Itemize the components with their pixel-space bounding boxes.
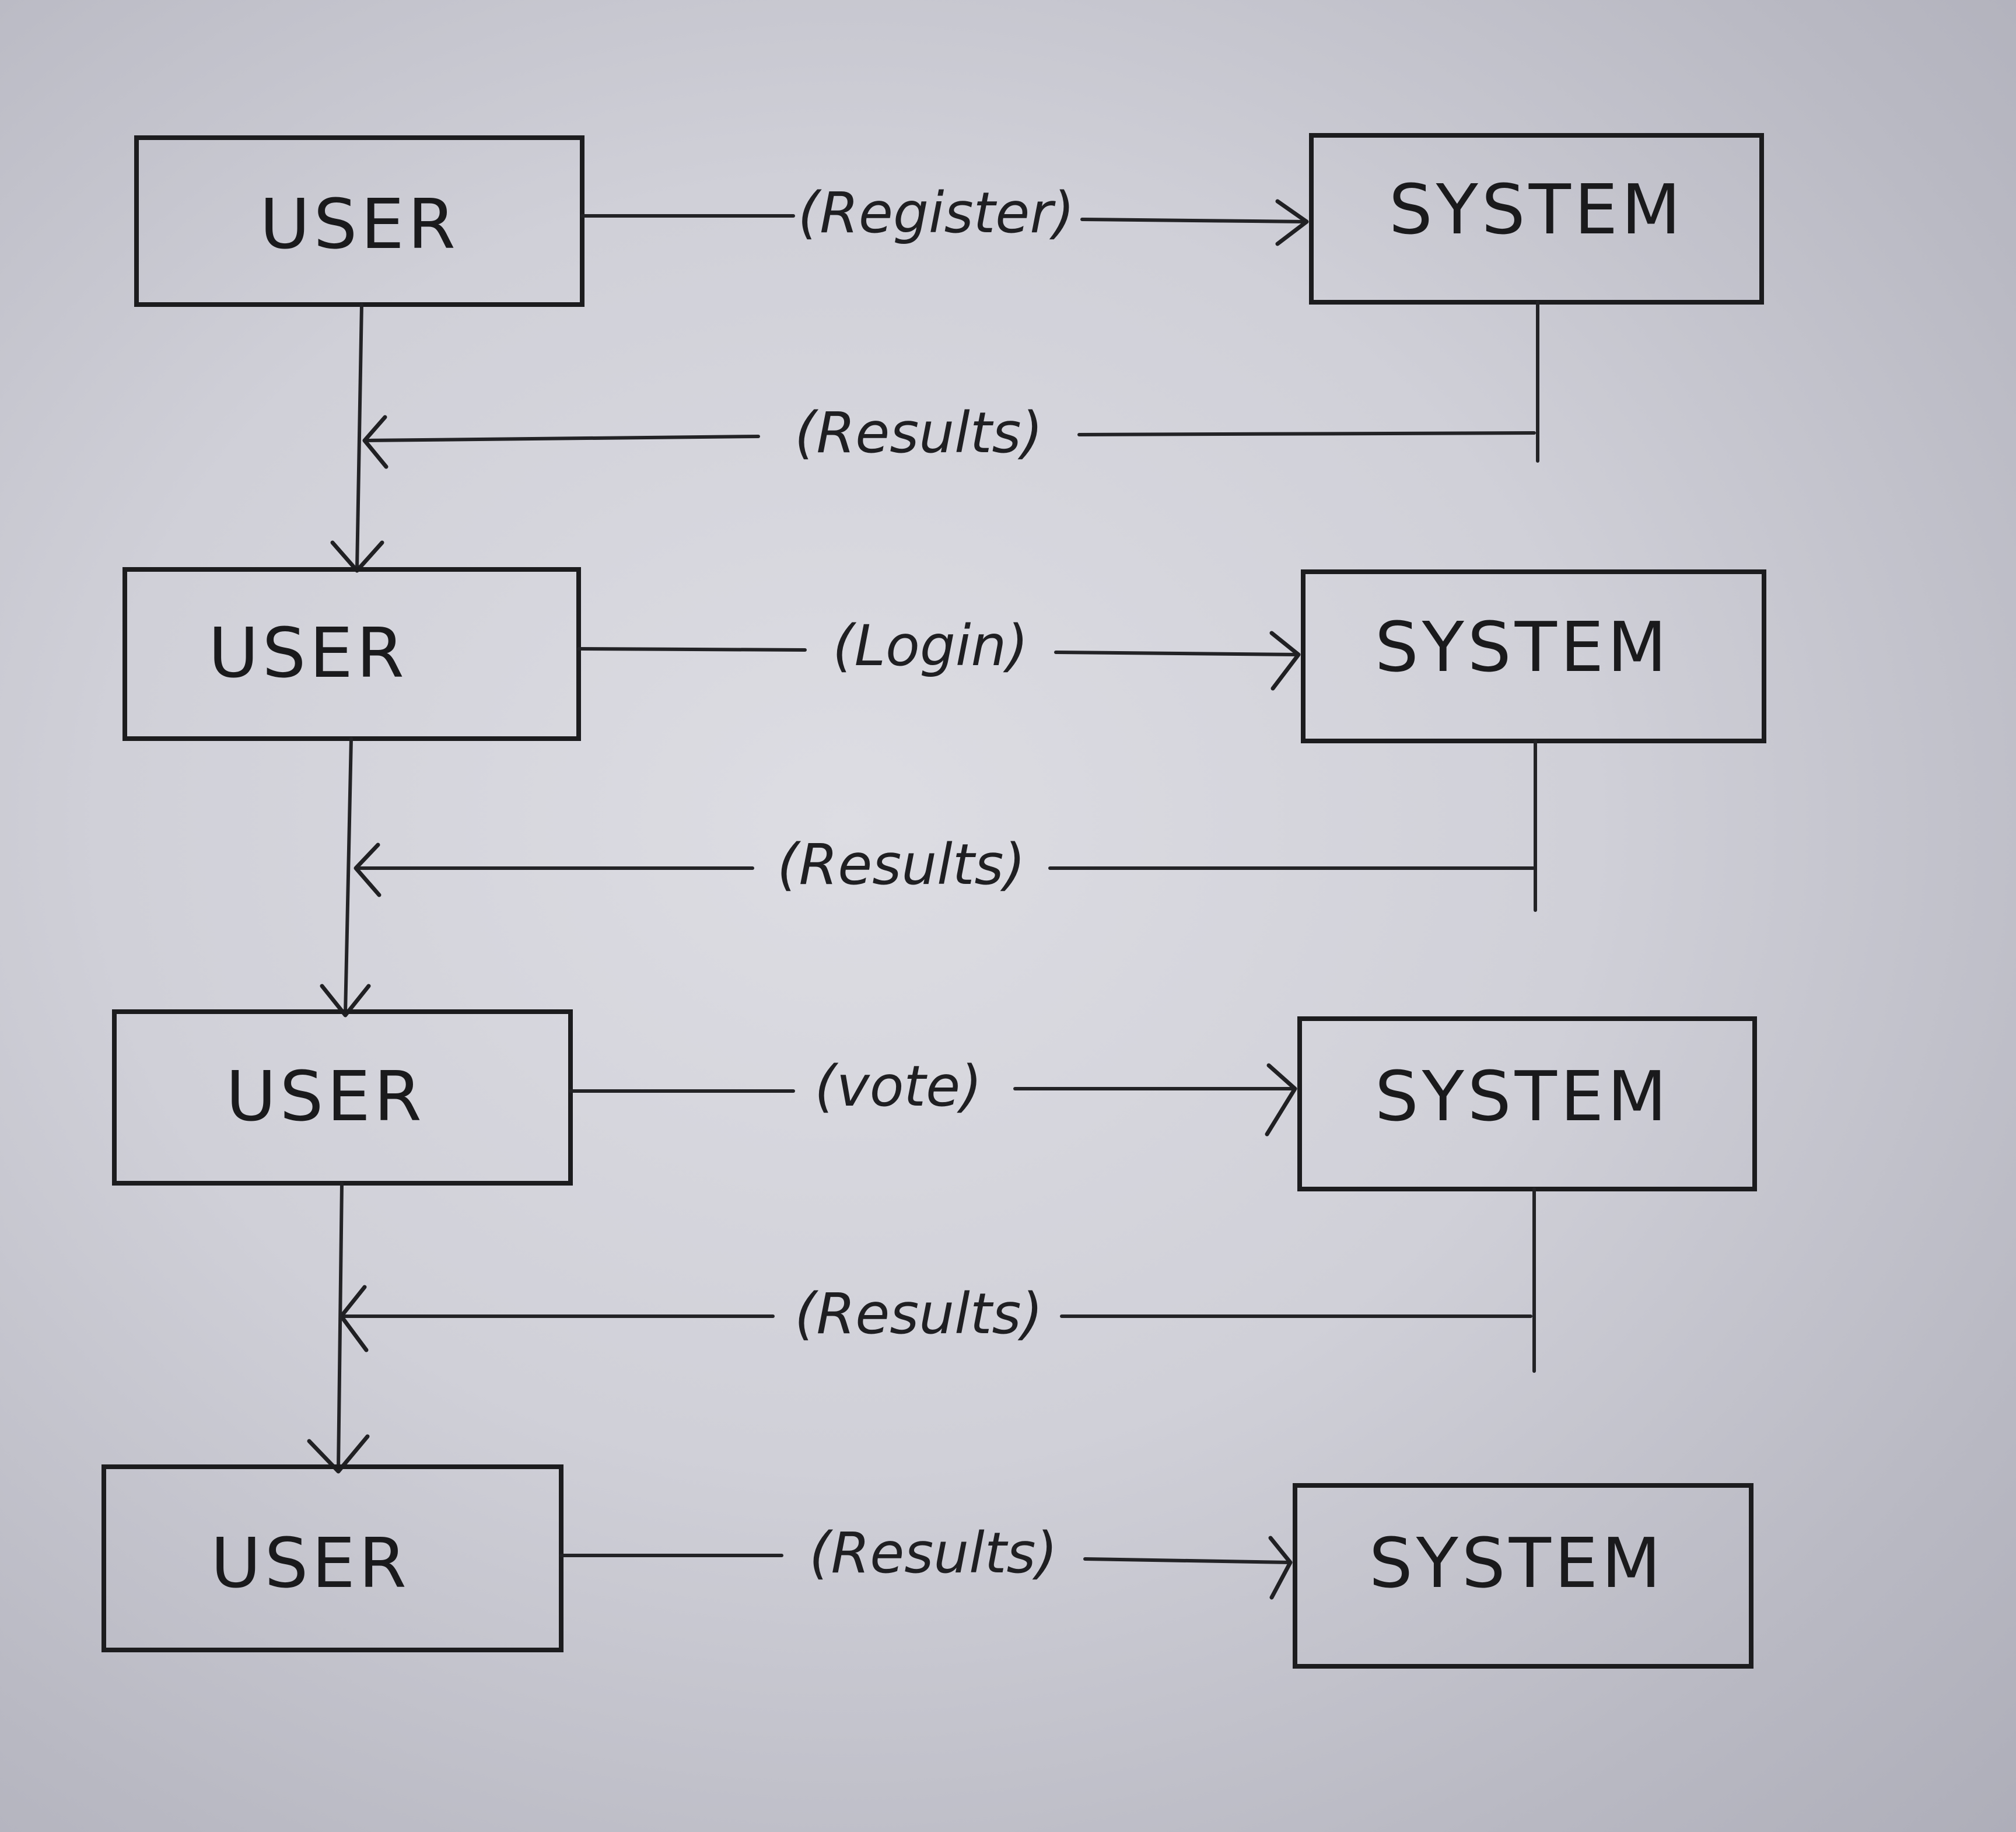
user-label-4: USER (211, 1523, 410, 1603)
response-label-3: (Results) (794, 1281, 1043, 1347)
request-arrowhead-1 (1275, 199, 1309, 246)
response-arrow-line-1 (1077, 431, 1536, 436)
down-arrow-line-3 (337, 1181, 344, 1471)
row-2: USER SYSTEM (Login) (Results) (123, 567, 1766, 1018)
request-arrowhead-3 (1265, 1063, 1297, 1137)
row-4: USER SYSTEM (Results) (102, 1464, 1754, 1669)
down-arrowhead-3 (307, 1434, 370, 1474)
system-label-2: SYSTEM (1375, 607, 1670, 687)
response-arrowhead-3 (339, 1285, 369, 1352)
request-label-1: (Register) (798, 180, 1074, 246)
request-arrow-line-2 (577, 647, 807, 652)
down-arrowhead-2 (320, 984, 371, 1018)
request-arrow-line-2b (1054, 651, 1300, 656)
response-label-1: (Results) (794, 400, 1043, 466)
user-label-1: USER (260, 184, 459, 264)
down-arrow-line-1 (355, 303, 363, 571)
system-box-3 (1297, 1016, 1757, 1191)
request-arrow-line-4b (1083, 1557, 1292, 1564)
system-label-3: SYSTEM (1375, 1056, 1670, 1137)
request-arrow-line-1b (1080, 218, 1307, 223)
down-arrow-line-2 (344, 737, 353, 1016)
user-label-2: USER (208, 613, 408, 693)
system-label-4: SYSTEM (1369, 1523, 1664, 1603)
user-box-4 (102, 1464, 564, 1652)
request-label-3: (vote) (814, 1054, 982, 1119)
user-label-3: USER (226, 1056, 425, 1137)
system-box-4 (1293, 1483, 1754, 1669)
system-label-1: SYSTEM (1389, 169, 1684, 250)
request-arrowhead-4 (1268, 1536, 1293, 1600)
response-label-2: (Results) (777, 832, 1026, 897)
response-arrowhead-1 (362, 415, 388, 469)
request-label-2: (Login) (832, 613, 1028, 679)
row-1: USER SYSTEM (Register) (Results) (134, 133, 1764, 573)
request-arrowhead-2 (1269, 631, 1301, 691)
row-3: USER SYSTEM (vote) (Results) (112, 1009, 1757, 1474)
response-arrowhead-2 (354, 842, 382, 897)
response-arrow-line-1b (363, 435, 760, 442)
request-label-4: (Results) (809, 1520, 1058, 1586)
user-box-1 (134, 135, 584, 307)
